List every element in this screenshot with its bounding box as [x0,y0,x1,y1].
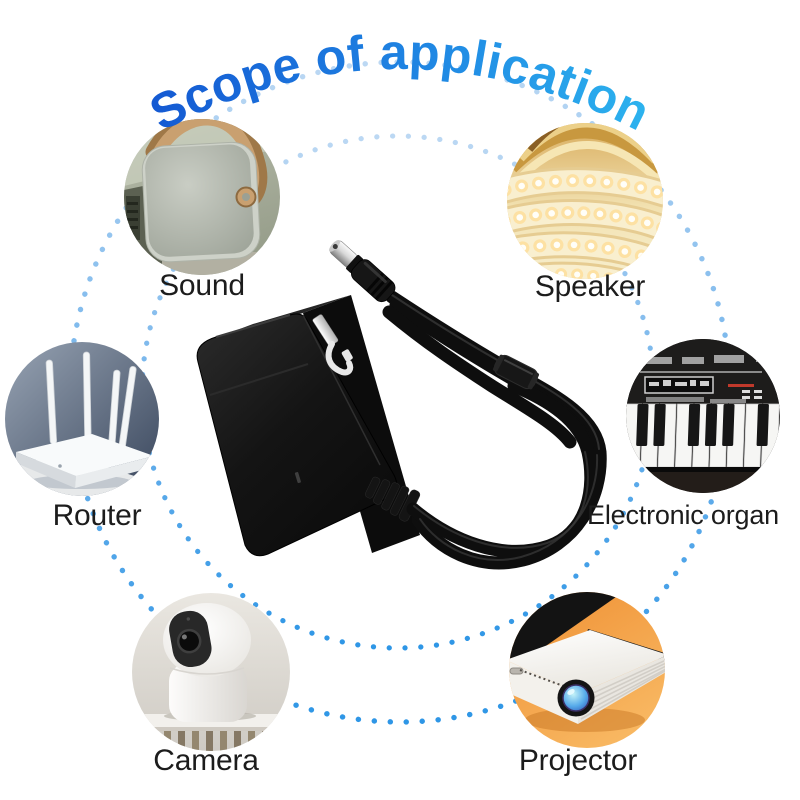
router-body [16,434,154,488]
keyboard-control-panel [640,351,776,403]
router-photo [5,342,159,496]
label-router: Router [52,499,142,532]
ferrite-bead [493,354,539,390]
projector-body [509,629,665,724]
label-speaker: Speaker [534,270,646,303]
power-cable [382,290,607,570]
speaker-photo [507,123,663,279]
electronic-organ-photo [626,339,780,493]
security-camera-body [163,603,251,722]
ac-blade-tip [341,349,353,362]
label-camera: Camera [153,744,259,777]
label-projector: Projector [518,744,638,777]
projector-photo [509,592,665,748]
sound-photo [124,119,280,275]
label-electronic-organ: Electronic organ [587,500,779,530]
fabric-speaker [141,141,261,263]
adapter-body [196,295,420,557]
strain-relief [364,476,421,522]
dc-barrel-plug [329,239,396,303]
piano-keys [626,403,780,468]
power-adapter-photo [196,239,607,570]
cable-tie [325,341,354,376]
camera-photo [132,593,290,751]
router-antennas [45,351,137,453]
label-sound: Sound [159,269,245,302]
